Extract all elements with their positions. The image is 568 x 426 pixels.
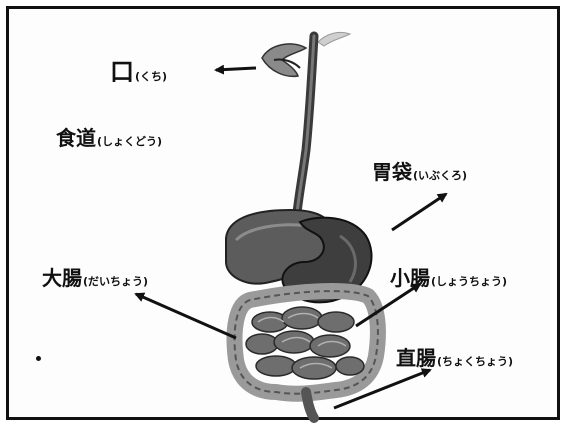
label-rectum: 直腸 (ちょくちょう): [396, 342, 513, 371]
stomach-arrow: [392, 194, 446, 230]
label-esophagus-kanji: 食道: [56, 122, 96, 151]
mouth-arrow: [216, 68, 256, 70]
label-small-intestine: 小腸 (しょうちょう): [390, 262, 507, 291]
label-large-intestine-kana: (だいちょう): [83, 273, 148, 289]
mouth-illustration: [262, 32, 350, 76]
label-small-intestine-kanji: 小腸: [390, 262, 430, 291]
label-stomach: 胃袋 (いぶくろ): [372, 156, 467, 185]
label-rectum-kana: (ちょくちょう): [437, 353, 513, 369]
label-stomach-kanji: 胃袋: [372, 156, 412, 185]
label-mouth-kanji: 口: [110, 52, 134, 87]
label-mouth: 口 (くち): [110, 52, 167, 87]
label-stomach-kana: (いぶくろ): [413, 167, 467, 183]
label-rectum-kanji: 直腸: [396, 342, 436, 371]
large-intestine-arrow: [136, 294, 236, 338]
label-large-intestine-kanji: 大腸: [42, 262, 82, 291]
label-small-intestine-kana: (しょうちょう): [431, 273, 507, 289]
label-esophagus: 食道 (しょくどう): [56, 122, 162, 151]
small-intestine-illustration: [246, 307, 364, 379]
label-mouth-kana: (くち): [135, 68, 167, 84]
label-esophagus-kana: (しょくどう): [97, 133, 162, 149]
label-large-intestine: 大腸 (だいちょう): [42, 262, 148, 291]
stray-dot: [36, 356, 41, 361]
